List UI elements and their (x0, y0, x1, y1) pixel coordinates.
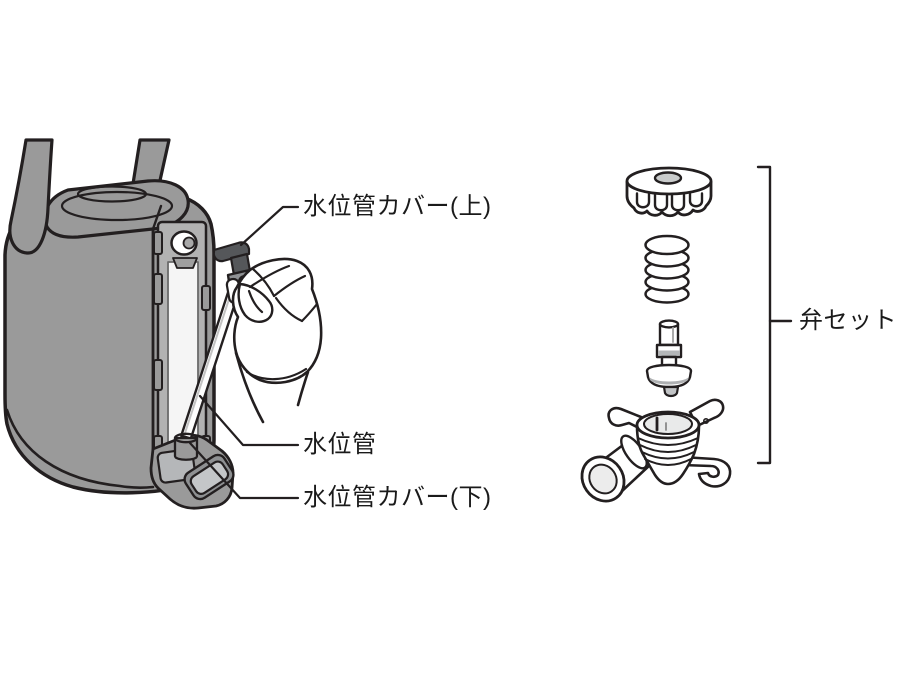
lid-top-oval (76, 185, 148, 203)
stem-top (658, 319, 680, 329)
stem-collar-band (658, 350, 680, 356)
spout-opening-inner (588, 463, 618, 495)
knob-ribs (635, 192, 704, 212)
finger-creases (245, 264, 319, 381)
cup-threads (637, 437, 699, 466)
hand-outline (231, 257, 323, 385)
shoulder-bevel-line (151, 204, 163, 231)
spring-coil (644, 234, 690, 256)
cover-arm (212, 241, 251, 263)
tab (153, 273, 163, 305)
socket-notch (172, 257, 198, 269)
label-water-level-tube: 水位管 (303, 431, 377, 458)
valve-set-exploded (580, 166, 732, 503)
label-upper-tube-cover: 水位管カバー(上) (303, 193, 492, 220)
pot-lid (43, 179, 190, 239)
label-lower-tube-cover: 水位管カバー(下) (303, 484, 492, 511)
wing-right (688, 398, 725, 428)
tab (153, 231, 163, 255)
tab (201, 285, 211, 311)
tube-shading (183, 286, 234, 436)
hook-lower-right (680, 455, 732, 488)
valve-stem (645, 319, 693, 398)
leader-lines (188, 205, 300, 500)
leader-tube (198, 394, 300, 447)
wrist-line-left (234, 351, 265, 424)
wing-right-pin (702, 417, 709, 424)
coil-spring (644, 234, 690, 304)
tab (153, 359, 163, 391)
knob-cap (625, 166, 713, 218)
bracket-line (756, 165, 772, 465)
pot-illustration (3, 138, 241, 510)
knob-hole (653, 171, 683, 185)
tube-socket-hole (170, 230, 198, 269)
cup-inner (643, 413, 693, 435)
label-valve-set: 弁セット (799, 307, 897, 334)
valve-body (580, 398, 732, 503)
pot-base-seam (5, 408, 155, 489)
stem-flange-shade (649, 377, 689, 385)
hand-pulling-tube (225, 257, 323, 424)
stem-nub (662, 385, 680, 398)
handle-strap-left (8, 138, 54, 255)
leader-upper-cover (239, 205, 300, 247)
spout-wedge-face (189, 460, 230, 495)
valve-set-bracket (756, 165, 793, 465)
fitting-rim (173, 432, 199, 444)
wing-left (607, 406, 645, 432)
wrist-line-right (296, 370, 310, 407)
cup-body (635, 424, 701, 486)
leader-lower-cover (188, 441, 300, 500)
lid-inner-ring (60, 190, 174, 222)
socket-clip (182, 236, 196, 250)
